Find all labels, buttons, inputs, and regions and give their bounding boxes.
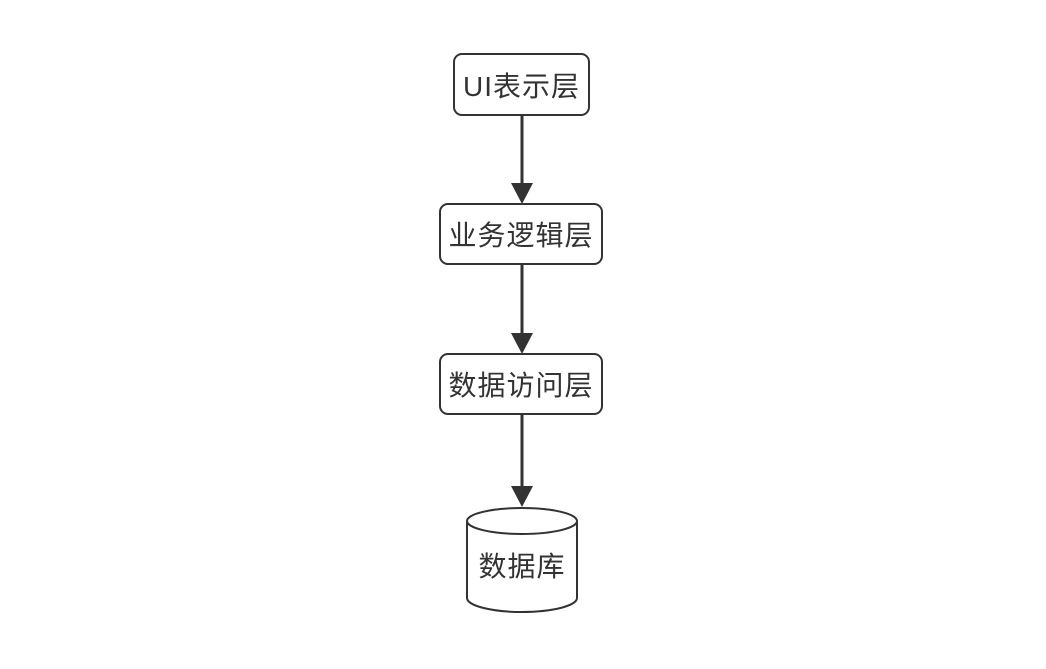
node-business-logic-layer-label: 业务逻辑层 (448, 220, 594, 251)
node-database: 数据库 (466, 506, 578, 614)
node-data-access-layer-label: 数据访问层 (448, 370, 594, 401)
node-business-logic-layer: 业务逻辑层 (439, 203, 603, 265)
arrow-ui-to-business (511, 115, 533, 204)
arrow-business-to-data-access (511, 264, 533, 354)
node-ui-layer-label: UI表示层 (462, 70, 580, 102)
node-database-label: 数据库 (478, 551, 566, 582)
arrow-data-access-to-database (511, 414, 533, 507)
database-cylinder-icon (466, 507, 578, 613)
node-ui-layer: UI表示层 (453, 53, 590, 116)
node-data-access-layer: 数据访问层 (439, 353, 603, 415)
